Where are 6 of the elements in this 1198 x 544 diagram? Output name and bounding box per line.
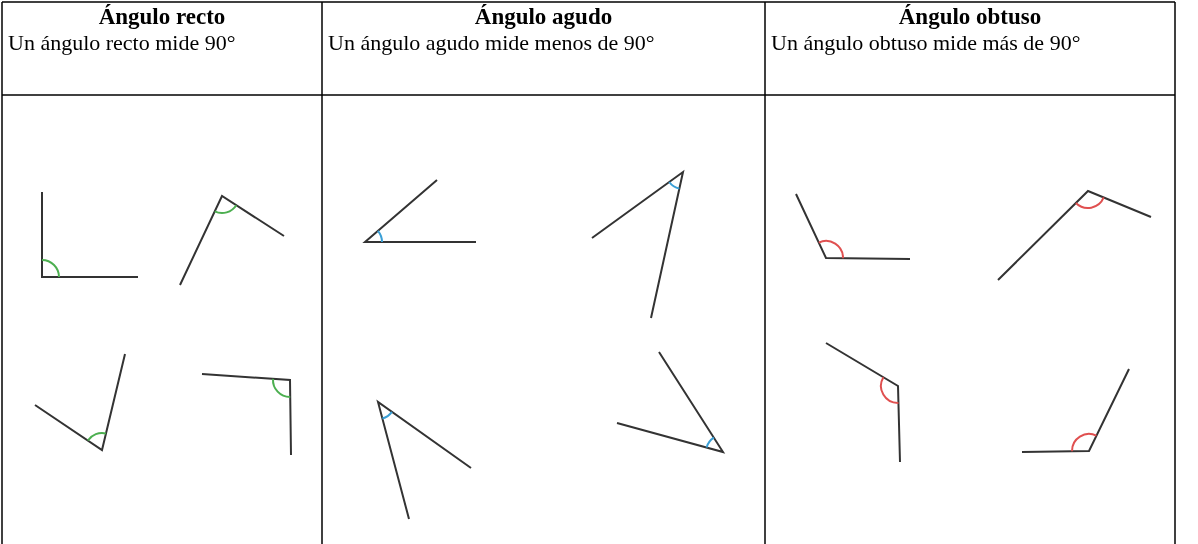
description-text: Un ángulo obtuso mide más de 90° xyxy=(771,30,1082,56)
column-heading: Ángulo recto xyxy=(97,4,227,30)
column-heading: Ángulo obtuso xyxy=(897,4,1043,30)
description-text: Un ángulo recto mide 90° xyxy=(8,30,237,56)
description-text: Un ángulo agudo mide menos de 90° xyxy=(328,30,656,56)
column-heading: Ángulo agudo xyxy=(473,4,614,30)
